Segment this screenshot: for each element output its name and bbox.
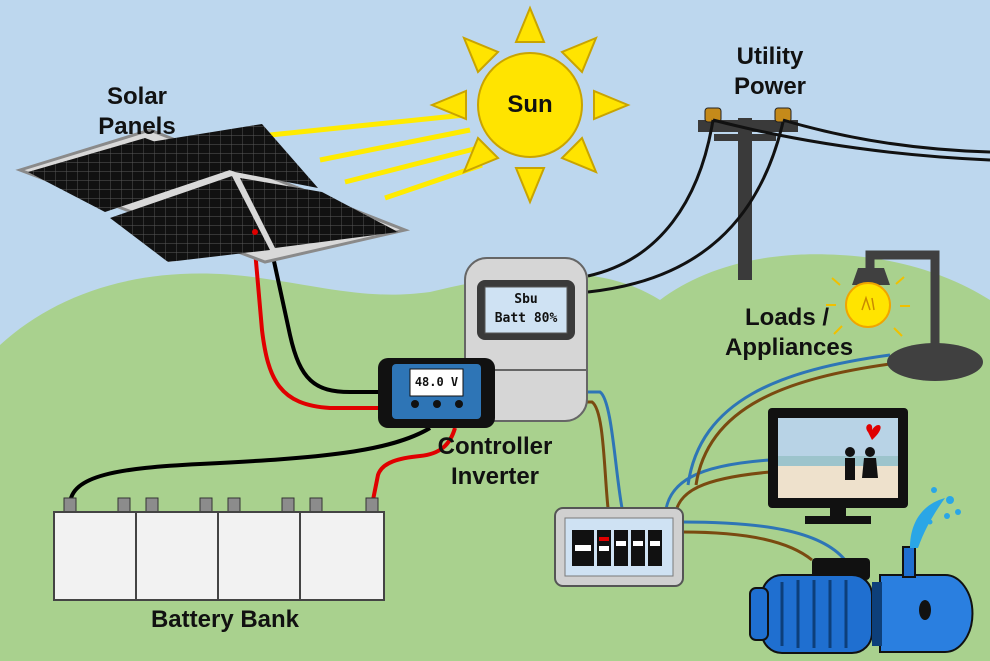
inverter-icon [464,257,588,422]
lamp-icon [826,250,983,381]
utility-power-label-line2: Power [733,73,807,100]
utility-power-label: Utility Power [720,42,820,102]
battery-wires [68,426,457,506]
inverter-label: Inverter [450,463,540,490]
solar-panels-label-line2: Panels [98,113,176,140]
pump-motor-icon [749,487,974,654]
solar-panels-label: Solar Panels [82,82,192,142]
loads-appliances-label: Loads / Appliances [725,303,853,363]
controller-display: 48.0 V [414,375,459,389]
battery-bank-icon [53,497,385,601]
solar-panels-icon [15,124,411,264]
panel-wires [253,249,390,410]
inverter-display: Sbu Batt 80% [485,290,567,328]
battery-bank-label: Battery Bank [150,606,300,633]
charge-controller-icon [378,358,495,428]
inverter-display-battery: Batt 80% [494,311,558,326]
sun-label: Sun [507,91,553,118]
solar-panels-label-line1: Solar [106,83,168,110]
inverter-display-mode: Sbu [514,292,538,307]
power-lines [587,118,990,294]
sun-icon [429,5,631,205]
utility-power-label-line1: Utility [736,43,804,70]
breaker-box-icon [554,507,684,587]
controller-label: Controller [437,433,553,460]
controller-inverter-label: Controller Inverter [430,432,560,492]
tv-icon [768,408,908,524]
inverter-ac-wires [585,390,624,509]
loads-label-line2: Appliances [725,334,854,361]
load-wires [663,353,891,562]
loads-label-line1: Loads / [745,304,830,331]
